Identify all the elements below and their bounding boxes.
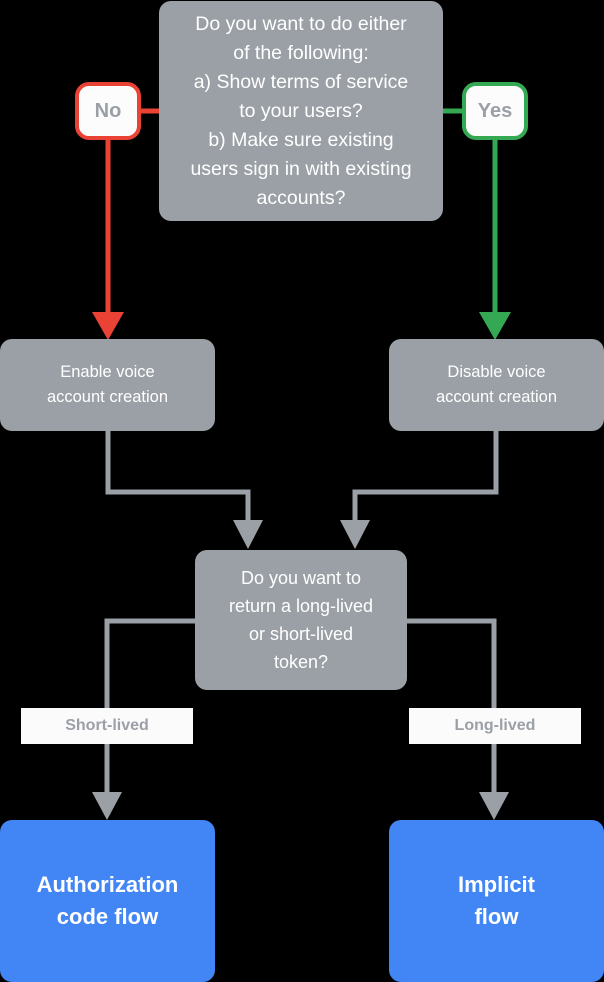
terminal-node-implicit-flow-text: Implicit flow: [457, 872, 535, 929]
process-node-enable-voice-account-creation-text: Enable voice account creation: [46, 363, 169, 406]
edge-disable-to-token: [352, 431, 499, 521]
edge-label-long-lived-text: Long-lived: [454, 717, 536, 734]
arrowhead-yes-to-disable: [479, 312, 511, 340]
edge-label-long-lived: Long-lived: [409, 708, 581, 744]
terminal-node-implicit-flow[interactable]: Implicit flow: [389, 820, 604, 982]
terminal-node-authorization-code-flow-text: Authorization code flow: [36, 872, 179, 929]
arrowhead-disable-to-token: [340, 520, 370, 549]
terminal-node-authorization-code-flow[interactable]: Authorization code flow: [0, 820, 215, 982]
edge-enable-to-token: [105, 431, 251, 521]
edge-label-short-lived: Short-lived: [21, 708, 193, 744]
decision-node-token-lifetime-text: Do you want to return a long-lived or sh…: [228, 568, 374, 672]
arrowhead-token-to-implicit: [479, 792, 509, 820]
edge-badge-yes-label: Yes: [477, 99, 513, 122]
arrowhead-enable-to-token: [233, 520, 263, 549]
edge-token-to-implicit: [407, 618, 497, 793]
process-node-enable-voice-account-creation[interactable]: Enable voice account creation: [0, 339, 215, 431]
process-node-disable-voice-account-creation[interactable]: Disable voice account creation: [389, 339, 604, 431]
edge-badge-no-label: No: [94, 99, 122, 122]
edge-token-to-authorization: [104, 618, 195, 793]
edge-badge-no[interactable]: No: [75, 82, 141, 140]
decision-node-terms-and-existing-users-text: Do you want to do either of the followin…: [190, 12, 412, 209]
arrowhead-token-to-authorization: [92, 792, 122, 820]
edge-label-short-lived-text: Short-lived: [65, 717, 149, 734]
decision-node-terms-and-existing-users[interactable]: Do you want to do either of the followin…: [159, 1, 443, 221]
process-node-disable-voice-account-creation-text: Disable voice account creation: [435, 363, 558, 406]
edge-badge-yes[interactable]: Yes: [462, 82, 528, 140]
arrowhead-no-to-enable: [92, 312, 124, 340]
decision-node-token-lifetime[interactable]: Do you want to return a long-lived or sh…: [195, 550, 407, 690]
